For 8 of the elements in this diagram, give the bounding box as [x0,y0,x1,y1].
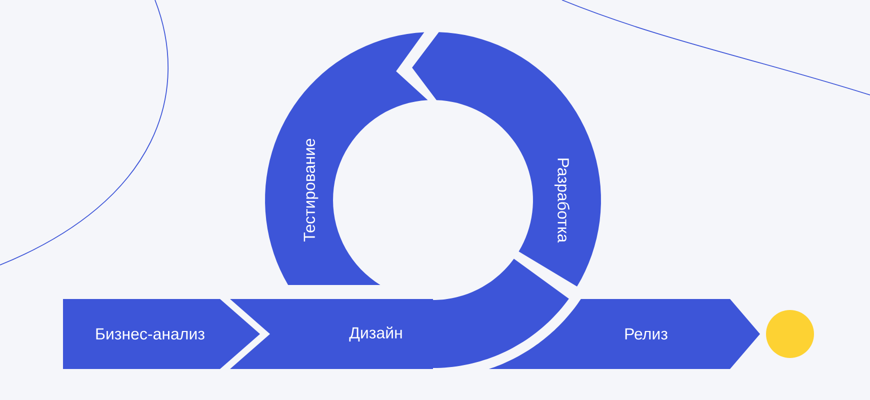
node-label: Релиз [625,328,668,340]
ring-segment: Разработка [412,32,601,287]
node-label: Дизайн [349,326,402,342]
stage-band: Бизнес-анализ [63,299,260,369]
ring-segment: Тестирование [265,32,428,286]
end-circle [766,310,814,358]
stage-band: Релиз [488,299,760,369]
node-label: Бизнес-анализ [96,328,204,340]
